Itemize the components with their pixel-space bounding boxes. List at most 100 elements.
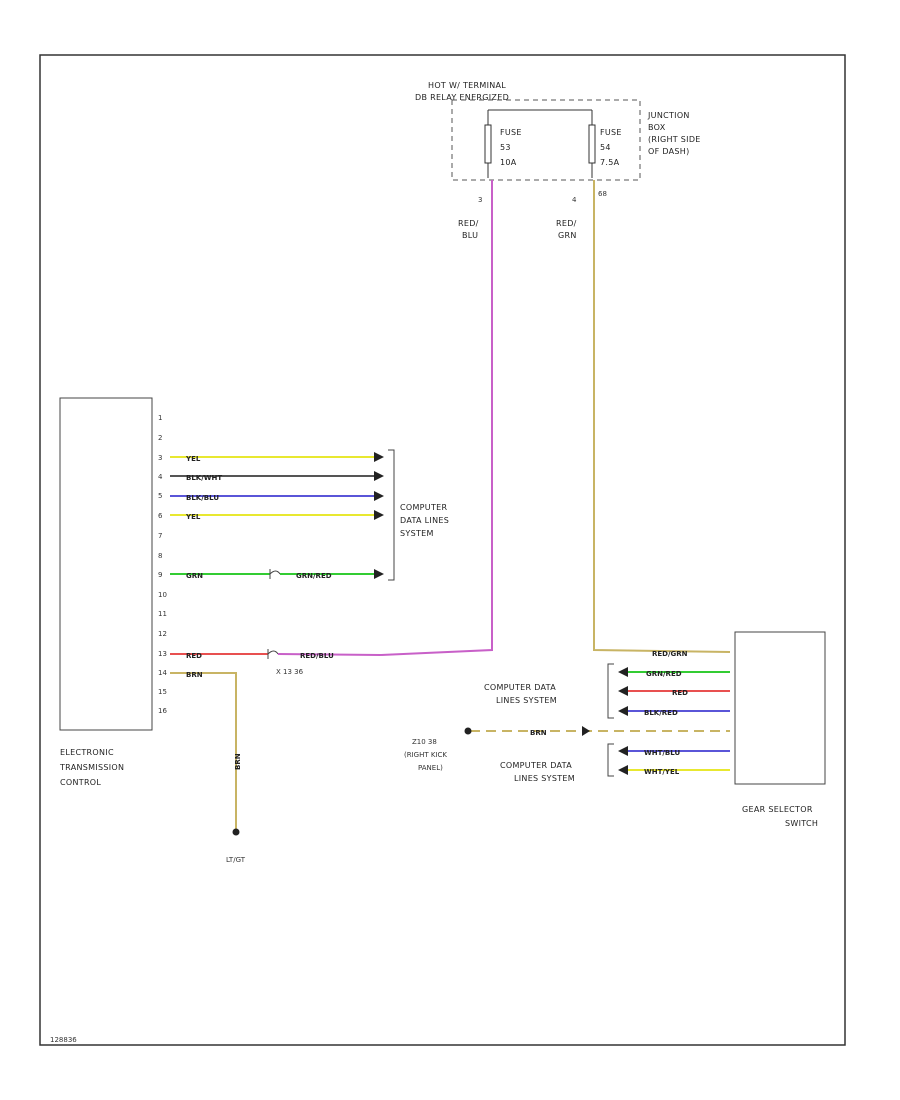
tcm-pin-14: 14 bbox=[158, 669, 167, 677]
footer-code: 128836 bbox=[50, 1036, 77, 1044]
tcm-pin-7: 7 bbox=[158, 532, 162, 540]
wire-label-grn: GRN bbox=[186, 572, 203, 580]
gear-label-1: GEAR SELECTOR bbox=[742, 805, 813, 814]
tcm-pin-12: 12 bbox=[158, 630, 167, 638]
diagram-border bbox=[39, 54, 846, 1046]
fuse-54-pin: 4 bbox=[572, 196, 577, 204]
fuse-53-rating: 10A bbox=[500, 158, 517, 167]
gear-wire-label-blk-red: BLK/RED bbox=[644, 709, 678, 717]
arrow-blk-wht bbox=[374, 471, 384, 481]
junction-label-2: BOX bbox=[648, 123, 666, 132]
gear-arrow-blk-red bbox=[618, 706, 628, 716]
arrow-yel-2 bbox=[374, 510, 384, 520]
wire-label-red-grn-1: RED/ bbox=[556, 219, 577, 228]
wire-label-red-blu-1: RED/ bbox=[458, 219, 479, 228]
arrow-yel-1 bbox=[374, 452, 384, 462]
gear-ground-label-1: Z10 38 bbox=[412, 738, 437, 746]
gear-arrow-wht-blu bbox=[618, 746, 628, 756]
tcm-label-3: CONTROL bbox=[60, 778, 101, 787]
gear-label-2: SWITCH bbox=[785, 819, 818, 828]
wire-label-red: RED bbox=[186, 652, 202, 660]
wire-label-grn-red: GRN/RED bbox=[296, 572, 332, 580]
tcm-pin-1: 1 bbox=[158, 414, 162, 422]
junction-label-1: JUNCTION bbox=[647, 111, 690, 120]
gear-arrow-red bbox=[618, 686, 628, 696]
junction-box: HOT W/ TERMINAL DB RELAY ENERGIZED FUSE … bbox=[415, 81, 701, 204]
gear-wire-label-grn-red: GRN/RED bbox=[646, 670, 682, 678]
gear-selector-box bbox=[734, 631, 826, 785]
wire-label-yel-1: YEL bbox=[185, 455, 201, 463]
arrow-grn-red bbox=[374, 569, 384, 579]
gear-ground-point bbox=[464, 727, 472, 735]
fuse-53-pin: 3 bbox=[478, 196, 482, 204]
fuse-54-symbol bbox=[588, 124, 596, 164]
tcm-label-1: ELECTRONIC bbox=[60, 748, 114, 757]
gear-data-bracket-lower bbox=[607, 743, 614, 777]
gear-data-lower-2: LINES SYSTEM bbox=[514, 774, 575, 783]
gear-wire-label-brn: BRN bbox=[530, 729, 547, 737]
tcm-pin-16: 16 bbox=[158, 707, 167, 715]
gear-arrow-grn-red bbox=[618, 667, 628, 677]
ground-wire-label: BRN bbox=[234, 753, 242, 770]
gear-ground-label-3: PANEL) bbox=[418, 764, 443, 772]
wire-label-blk-blu: BLK/BLU bbox=[186, 494, 219, 502]
wire-brn-ground bbox=[170, 672, 237, 830]
data-lines-bracket bbox=[388, 449, 395, 581]
wire-label-red-blu: RED/BLU bbox=[300, 652, 334, 660]
connector-pin-68: 68 bbox=[598, 190, 607, 198]
tcm-box bbox=[59, 397, 153, 731]
wire-red-blu bbox=[277, 653, 381, 656]
tcm-pin-6: 6 bbox=[158, 512, 163, 520]
data-lines-label-1: COMPUTER bbox=[400, 503, 448, 512]
ground-label: LT/GT bbox=[226, 856, 246, 864]
wire-label-red-blu-2: BLU bbox=[462, 231, 478, 240]
gear-wire-label-red-grn: RED/GRN bbox=[652, 650, 688, 658]
tcm-pin-13: 13 bbox=[158, 650, 167, 658]
hot-label-1: HOT W/ TERMINAL bbox=[428, 81, 506, 90]
tcm-pin-9: 9 bbox=[158, 571, 162, 579]
junction-box-outline bbox=[451, 99, 641, 181]
hot-label-2: DB RELAY ENERGIZED bbox=[415, 93, 509, 102]
gear-ground-label-2: (RIGHT KICK bbox=[404, 751, 447, 759]
tcm-pin-2: 2 bbox=[158, 434, 162, 442]
tcm-pins: 1 2 3 4 5 6 7 8 9 10 11 12 13 14 15 16 bbox=[158, 414, 167, 715]
splice-label: X 13 36 bbox=[276, 668, 304, 676]
fuse-53-number: 53 bbox=[500, 143, 511, 152]
data-lines-label-2: DATA LINES bbox=[400, 516, 449, 525]
tcm-pin-10: 10 bbox=[158, 591, 167, 599]
tcm-pin-4: 4 bbox=[158, 473, 163, 481]
wire-label-yel-2: YEL bbox=[185, 513, 201, 521]
fuse-53-name: FUSE bbox=[500, 128, 522, 137]
ground-point bbox=[232, 828, 240, 836]
gear-data-upper-2: LINES SYSTEM bbox=[496, 696, 557, 705]
wire-red-grn-feed bbox=[593, 180, 731, 653]
gear-wire-label-wht-yel: WHT/YEL bbox=[644, 768, 680, 776]
gear-data-bracket-upper bbox=[607, 663, 614, 719]
connector-red-blu bbox=[267, 649, 279, 659]
wire-label-blk-wht: BLK/WHT bbox=[186, 474, 222, 482]
connector-grn bbox=[269, 569, 281, 579]
junction-label-4: OF DASH) bbox=[648, 147, 690, 156]
gear-data-lower-1: COMPUTER DATA bbox=[500, 761, 572, 770]
tcm-pin-11: 11 bbox=[158, 610, 167, 618]
gear-wire-label-red: RED bbox=[672, 689, 688, 697]
tcm-pin-8: 8 bbox=[158, 552, 162, 560]
arrow-blk-blu bbox=[374, 491, 384, 501]
tcm-pin-15: 15 bbox=[158, 688, 167, 696]
tcm-pin-3: 3 bbox=[158, 454, 162, 462]
tcm-label-2: TRANSMISSION bbox=[59, 763, 124, 772]
gear-data-upper-1: COMPUTER DATA bbox=[484, 683, 556, 692]
fuse-54-name: FUSE bbox=[600, 128, 622, 137]
gear-wire-label-wht-blu: WHT/BLU bbox=[644, 749, 680, 757]
gear-arrow-wht-yel bbox=[618, 765, 628, 775]
wire-label-brn: BRN bbox=[186, 671, 203, 679]
fuse-54-rating: 7.5A bbox=[600, 158, 620, 167]
data-lines-label-3: SYSTEM bbox=[400, 529, 434, 538]
fuse-54-number: 54 bbox=[600, 143, 611, 152]
junction-label-3: (RIGHT SIDE bbox=[648, 135, 701, 144]
tcm-pin-5: 5 bbox=[158, 492, 162, 500]
fuse-53-symbol bbox=[484, 124, 492, 164]
wire-red-blu-feed bbox=[379, 180, 493, 656]
gear-connector-brn bbox=[582, 726, 590, 736]
